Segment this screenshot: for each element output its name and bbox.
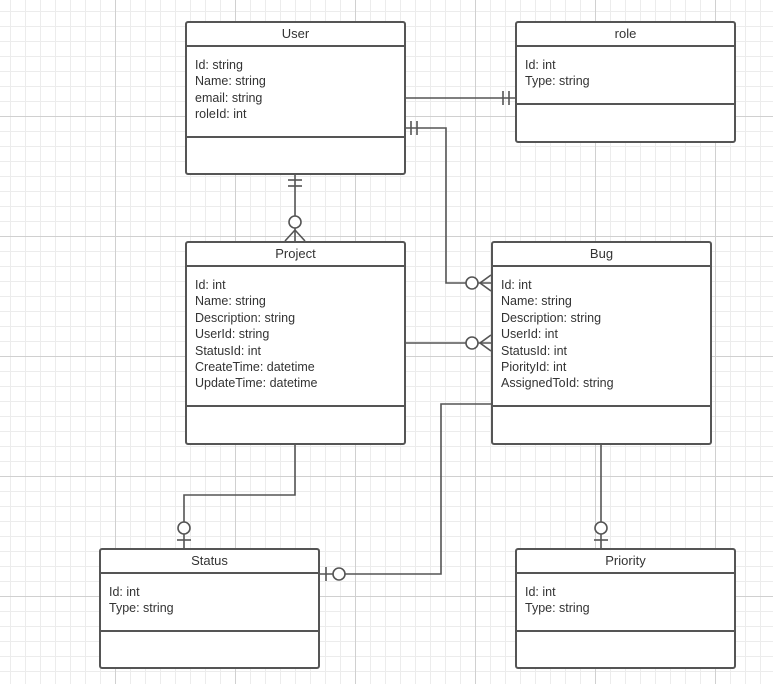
connector-user-role[interactable] xyxy=(405,91,515,105)
entity-field: Id: int xyxy=(109,585,140,599)
entity-fields: Id: int Type: string xyxy=(517,574,734,617)
entity-bug[interactable]: Bug Id: int Name: string Description: st… xyxy=(491,241,712,445)
entity-field: Description: string xyxy=(195,310,296,325)
entity-field: StatusId: int xyxy=(501,343,568,358)
entity-field: Name: string xyxy=(195,74,266,89)
entity-title: Bug xyxy=(493,243,710,267)
entity-field: UserId: string xyxy=(195,327,270,342)
entity-fields: Id: int Type: string xyxy=(101,574,318,617)
entity-methods-section xyxy=(517,630,734,667)
connector-project-bug[interactable] xyxy=(405,334,492,352)
entity-field: Description: string xyxy=(501,310,602,325)
entity-user[interactable]: User Id: string Name: string email: stri… xyxy=(185,21,406,175)
entity-field: Id: string xyxy=(195,58,243,72)
connector-user-bug[interactable] xyxy=(405,121,492,292)
entity-title: Project xyxy=(187,243,404,267)
connector-user-project[interactable] xyxy=(284,174,306,242)
entity-field: AssignedToId: string xyxy=(501,376,614,391)
entity-fields: Id: int Name: string Description: string… xyxy=(187,267,404,392)
entity-methods-section xyxy=(493,405,710,443)
entity-methods-section xyxy=(101,630,318,667)
entity-methods-section xyxy=(517,103,734,141)
entity-field: Type: string xyxy=(525,601,590,616)
entity-field: CreateTime: datetime xyxy=(195,360,315,375)
entity-field: UpdateTime: datetime xyxy=(195,376,318,391)
entity-title: Status xyxy=(101,550,318,574)
entity-field: Name: string xyxy=(501,294,572,309)
entity-field: Type: string xyxy=(525,74,590,89)
entity-methods-section xyxy=(187,136,404,173)
entity-field: Id: int xyxy=(525,585,556,599)
entity-status[interactable]: Status Id: int Type: string xyxy=(99,548,320,669)
entity-field: Type: string xyxy=(109,601,174,616)
connector-project-status[interactable] xyxy=(177,444,296,548)
entity-fields: Id: int Type: string xyxy=(517,47,734,90)
entity-field: Name: string xyxy=(195,294,266,309)
entity-title: role xyxy=(517,23,734,47)
entity-field: StatusId: int xyxy=(195,343,262,358)
entity-project[interactable]: Project Id: int Name: string Description… xyxy=(185,241,406,445)
entity-field: Id: int xyxy=(501,278,532,292)
entity-field: PiorityId: int xyxy=(501,360,567,375)
entity-role[interactable]: role Id: int Type: string xyxy=(515,21,736,143)
entity-title: Priority xyxy=(517,550,734,574)
entity-priority[interactable]: Priority Id: int Type: string xyxy=(515,548,736,669)
connector-bug-priority[interactable] xyxy=(594,444,608,548)
entity-field: UserId: int xyxy=(501,327,558,342)
entity-field: Id: int xyxy=(195,278,226,292)
connector-bug-status[interactable] xyxy=(319,403,491,581)
entity-field: email: string xyxy=(195,90,263,105)
entity-fields: Id: int Name: string Description: string… xyxy=(493,267,710,392)
entity-fields: Id: string Name: string email: string ro… xyxy=(187,47,404,123)
entity-field: roleId: int xyxy=(195,107,247,122)
entity-field: Id: int xyxy=(525,58,556,72)
entity-methods-section xyxy=(187,405,404,443)
entity-title: User xyxy=(187,23,404,47)
